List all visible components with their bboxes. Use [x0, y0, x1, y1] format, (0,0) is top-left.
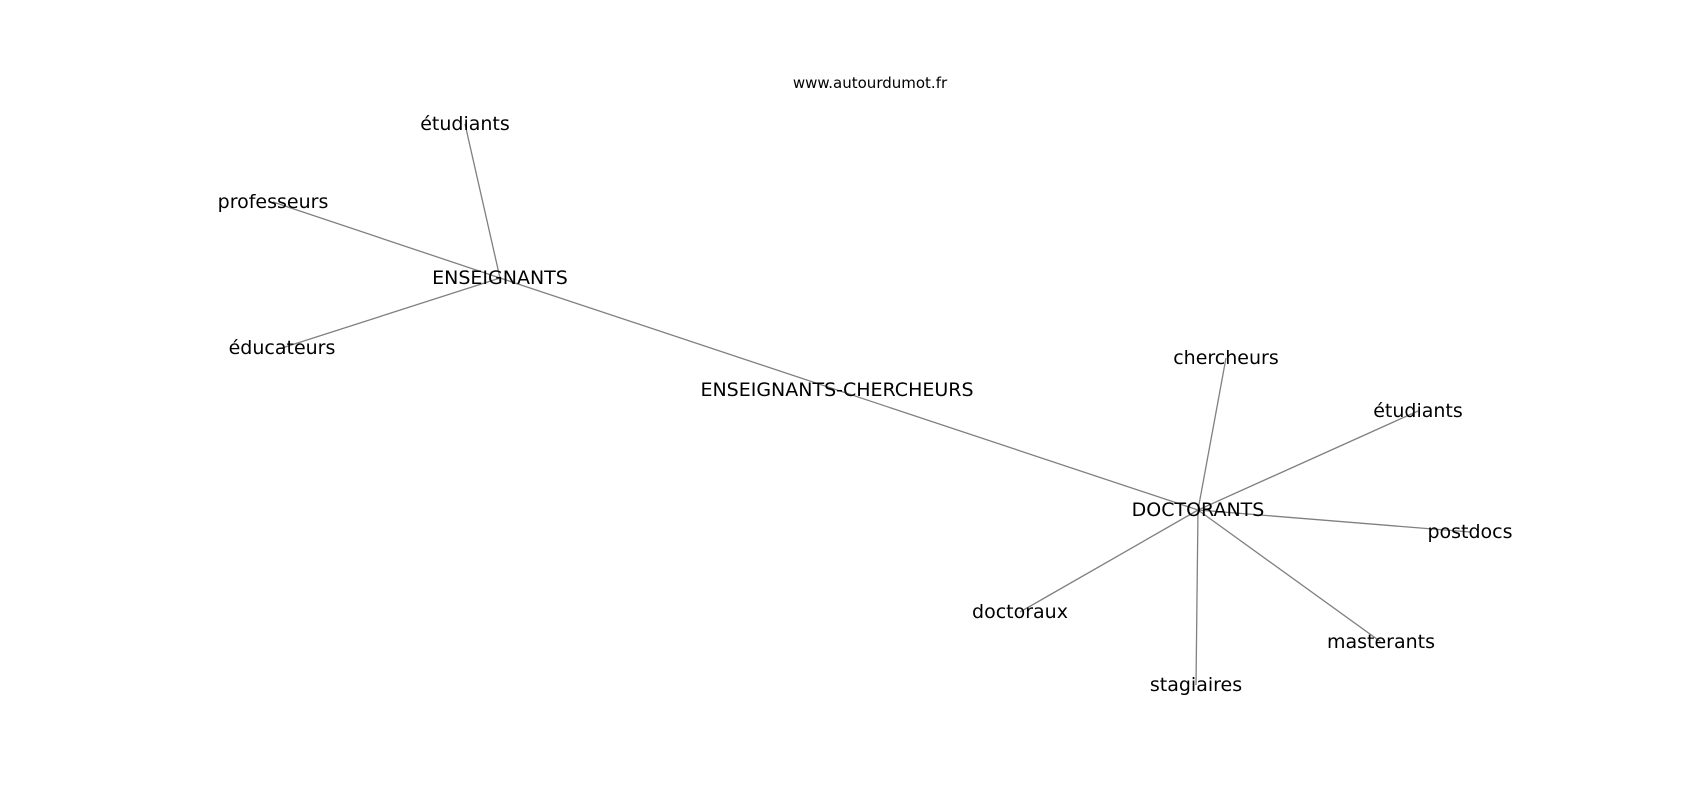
edge-doctorants-postdocs: [1197, 509, 1471, 533]
edge-enseignants-doctorants: [499, 277, 1199, 511]
node-label-etudiants-1[interactable]: étudiants: [420, 113, 510, 135]
node-label-stagiaires[interactable]: stagiaires: [1150, 674, 1242, 696]
node-label-doctoraux[interactable]: doctoraux: [972, 601, 1068, 623]
edge-doctorants-chercheurs: [1197, 357, 1227, 511]
graph-edges: [272, 123, 1471, 686]
node-label-doctorants[interactable]: DOCTORANTS: [1132, 499, 1265, 521]
node-label-masterants[interactable]: masterants: [1327, 631, 1435, 653]
edge-enseignants-professeurs: [272, 201, 501, 279]
node-label-educateurs[interactable]: éducateurs: [229, 337, 336, 359]
node-label-etudiants-2[interactable]: étudiants: [1373, 400, 1463, 422]
source-url: www.autourdumot.fr: [793, 74, 948, 92]
edge-enseignants-etudiants-1: [464, 123, 501, 279]
node-label-enseignants[interactable]: ENSEIGNANTS: [432, 267, 568, 289]
edge-enseignants-educateurs: [281, 277, 501, 349]
node-label-professeurs[interactable]: professeurs: [218, 191, 329, 213]
graph-labels: ENSEIGNANTS-CHERCHEURS ENSEIGNANTS DOCTORA…: [218, 113, 1513, 696]
node-label-postdocs[interactable]: postdocs: [1427, 521, 1512, 543]
node-label-chercheurs[interactable]: chercheurs: [1173, 347, 1279, 369]
edge-doctorants-masterants: [1197, 509, 1382, 643]
edge-doctorants-doctoraux: [1019, 509, 1199, 613]
edge-doctorants-etudiants-2: [1197, 410, 1419, 511]
node-label-center[interactable]: ENSEIGNANTS-CHERCHEURS: [700, 379, 973, 401]
edge-doctorants-stagiaires: [1195, 509, 1199, 686]
